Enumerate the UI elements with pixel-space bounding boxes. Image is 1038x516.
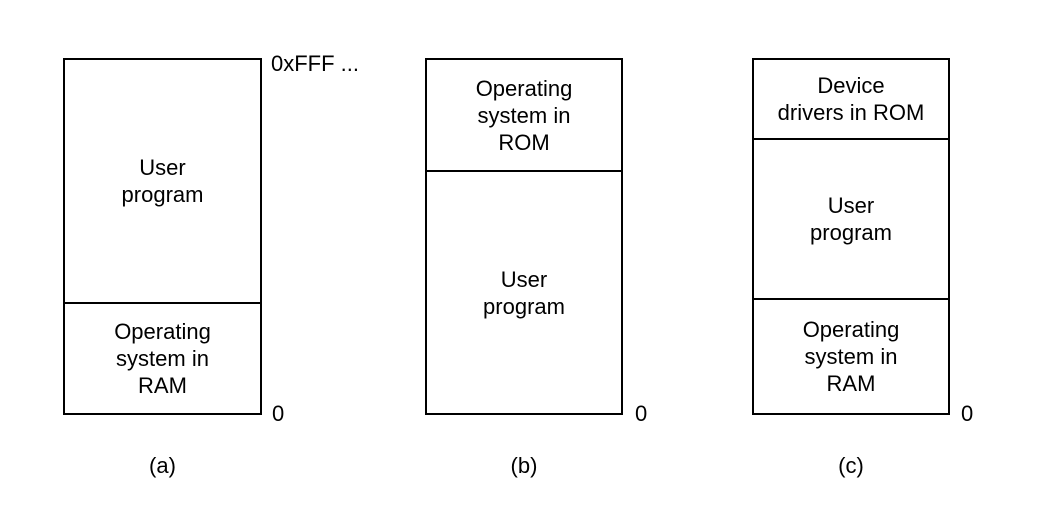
memory-segment-device-drivers-rom: Device drivers in ROM [754,60,948,138]
diagram-caption-a: (a) [149,453,176,478]
memory-segment-user-program: User program [427,170,621,413]
diagram-caption-b: (b) [510,453,538,478]
segment-label: Device drivers in ROM [777,73,925,125]
address-label-bottom: 0 [272,401,285,426]
address-label-top: 0xFFF ... [271,51,359,76]
segment-label: User program [483,266,565,319]
memory-segment-os-ram: Operating system in RAM [65,302,260,413]
memory-segment-os-rom: Operating system in ROM [427,60,621,170]
segment-label: User program [121,155,204,207]
segment-label: Operating system in ROM [475,75,573,155]
segment-label: Operating system in RAM [114,319,211,398]
memory-diagram-c: Device drivers in ROM User program Opera… [752,58,950,415]
memory-diagram-b: Operating system in ROM User program [425,58,623,415]
diagram-caption-c: (c) [838,453,864,478]
segment-label: Operating system in RAM [802,317,900,396]
memory-segment-user-program: User program [65,60,260,302]
memory-diagram-a: User program Operating system in RAM [63,58,262,415]
address-label-bottom: 0 [635,401,648,426]
memory-segment-user-program: User program [754,138,948,298]
segment-label: User program [810,193,892,245]
memory-segment-os-ram: Operating system in RAM [754,298,948,413]
address-label-bottom: 0 [961,401,974,426]
